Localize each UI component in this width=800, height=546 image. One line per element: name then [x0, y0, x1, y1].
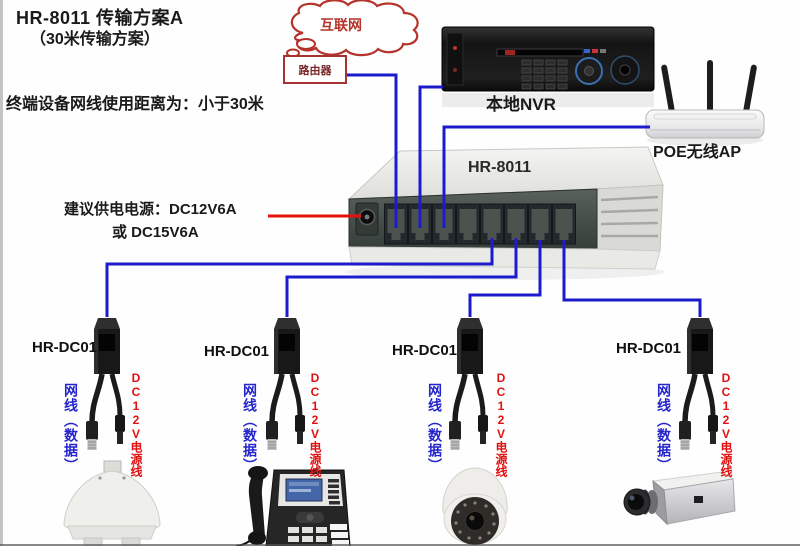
- screen-left-edge: [0, 0, 3, 546]
- ptz-camera: [63, 460, 161, 546]
- power-note-line1: 建议供电电源：DC12V6A: [64, 201, 237, 218]
- screen-bottom-edge: [0, 544, 800, 546]
- poe-splitter-2: [266, 318, 305, 450]
- wireless-ap-device: [645, 60, 765, 146]
- page-title: HR-8011 传输方案A: [16, 8, 184, 28]
- splitter-2-power-cable-label: DC12V电源线: [308, 371, 322, 477]
- switch-ports: [384, 203, 576, 245]
- network-cables: [105, 73, 702, 317]
- switch-power-jack: [355, 202, 379, 236]
- splitter-4-power-cable-label: DC12V电源线: [719, 371, 733, 477]
- router-box: 路由器: [283, 55, 347, 84]
- cable-ap-to-switch: [442, 125, 650, 228]
- poe-splitter-4: [679, 318, 718, 450]
- cable-switch-to-splitter-2: [285, 238, 518, 317]
- dome-camera: [442, 467, 508, 545]
- power-note-line2: 或 DC15V6A: [112, 224, 199, 241]
- page-subtitle: （30米传输方案）: [30, 31, 160, 48]
- internet-label: 互联网: [320, 17, 362, 33]
- splitter-2-model-label: HR-DC01: [204, 343, 270, 360]
- poe-splitter-1: [86, 318, 125, 450]
- ip-phone: [235, 466, 351, 546]
- nvr-device: [441, 26, 655, 107]
- splitter-2-network-cable-label: 网线（数据）: [242, 383, 258, 473]
- cable-router-to-switch: [345, 73, 398, 228]
- wireless-ap-label: POE无线AP: [653, 144, 742, 161]
- cable-switch-to-splitter-3: [468, 240, 542, 317]
- router-label: 路由器: [298, 64, 332, 77]
- splitter-1-power-cable-label: DC12V电源线: [129, 371, 143, 477]
- switch-model-label: HR-8011: [468, 159, 532, 176]
- internet-cloud-icon: [286, 0, 419, 58]
- splitter-4-network-cable-label: 网线（数据）: [656, 383, 672, 473]
- splitter-4-model-label: HR-DC01: [616, 340, 682, 357]
- splitter-1-model-label: HR-DC01: [32, 339, 98, 356]
- splitter-1-network-cable-label: 网线（数据）: [63, 383, 79, 473]
- splitter-3-power-cable-label: DC12V电源线: [494, 371, 508, 477]
- nvr-label: 本地NVR: [486, 95, 556, 114]
- splitter-3-network-cable-label: 网线（数据）: [427, 383, 443, 473]
- poe-splitter-3: [449, 318, 488, 450]
- distance-note: 终端设备网线使用距离为：小于30米: [6, 96, 264, 113]
- box-camera: [623, 471, 736, 526]
- cable-switch-to-splitter-1: [105, 238, 494, 317]
- cable-nvr-to-switch: [418, 85, 443, 228]
- splitter-3-model-label: HR-DC01: [392, 342, 458, 359]
- cable-switch-to-splitter-4: [562, 240, 702, 317]
